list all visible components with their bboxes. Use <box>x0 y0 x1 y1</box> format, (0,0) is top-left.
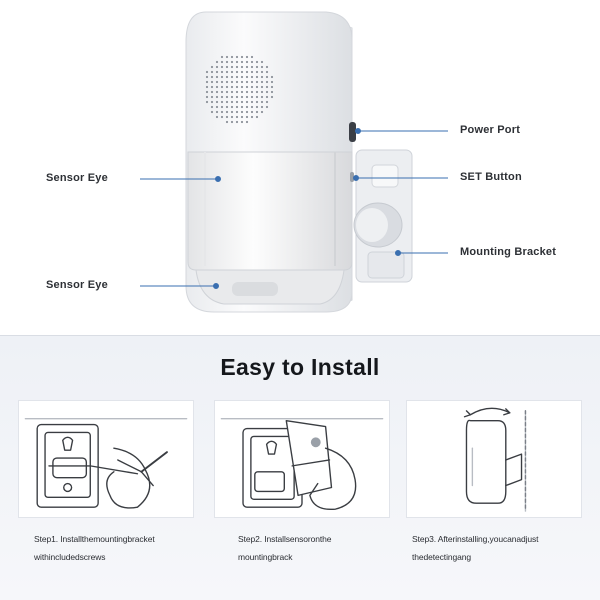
step-3-illustration <box>406 400 582 518</box>
step-1-illustration <box>18 400 194 518</box>
speaker-grille-icon <box>205 55 274 124</box>
callout-sensor-eye-upper: Sensor Eye <box>46 172 108 184</box>
screwdriver-icon <box>140 451 168 473</box>
wall-plate-icon <box>36 423 99 508</box>
step-2-caption: Step2. Installsensoronthe mountingbrack <box>238 534 332 562</box>
bracket-icon <box>505 453 523 487</box>
step-2-illustration <box>214 400 390 518</box>
callout-sensor-eye-lower: Sensor Eye <box>46 279 108 291</box>
hand-icon <box>309 447 357 511</box>
install-section: Easy to Install Step1. Installthemountin… <box>0 335 600 600</box>
mounting-bracket <box>353 149 413 283</box>
power-port-icon <box>349 122 356 142</box>
step-3-caption: Step3. Afterinstalling,youcanadjust thed… <box>412 534 539 562</box>
install-title: Easy to Install <box>220 354 380 380</box>
sensor-unit-icon <box>465 419 507 504</box>
callout-set-button: SET Button <box>460 171 522 183</box>
rotate-arrow-icon <box>469 407 511 416</box>
sensor-unit-icon <box>285 419 333 497</box>
callout-lines <box>140 128 448 289</box>
motion-sensor-illustration <box>140 11 448 313</box>
set-button-icon <box>350 172 354 182</box>
callout-power-port: Power Port <box>460 124 521 136</box>
callout-mounting-bracket: Mounting Bracket <box>460 246 557 258</box>
product-section: Sensor Eye Sensor Eye Power Port SET But… <box>46 11 557 313</box>
step-1-caption: Step1. Installthemountingbracket withinc… <box>34 534 155 562</box>
hand-icon <box>106 447 151 509</box>
sensor-lens <box>187 151 353 271</box>
